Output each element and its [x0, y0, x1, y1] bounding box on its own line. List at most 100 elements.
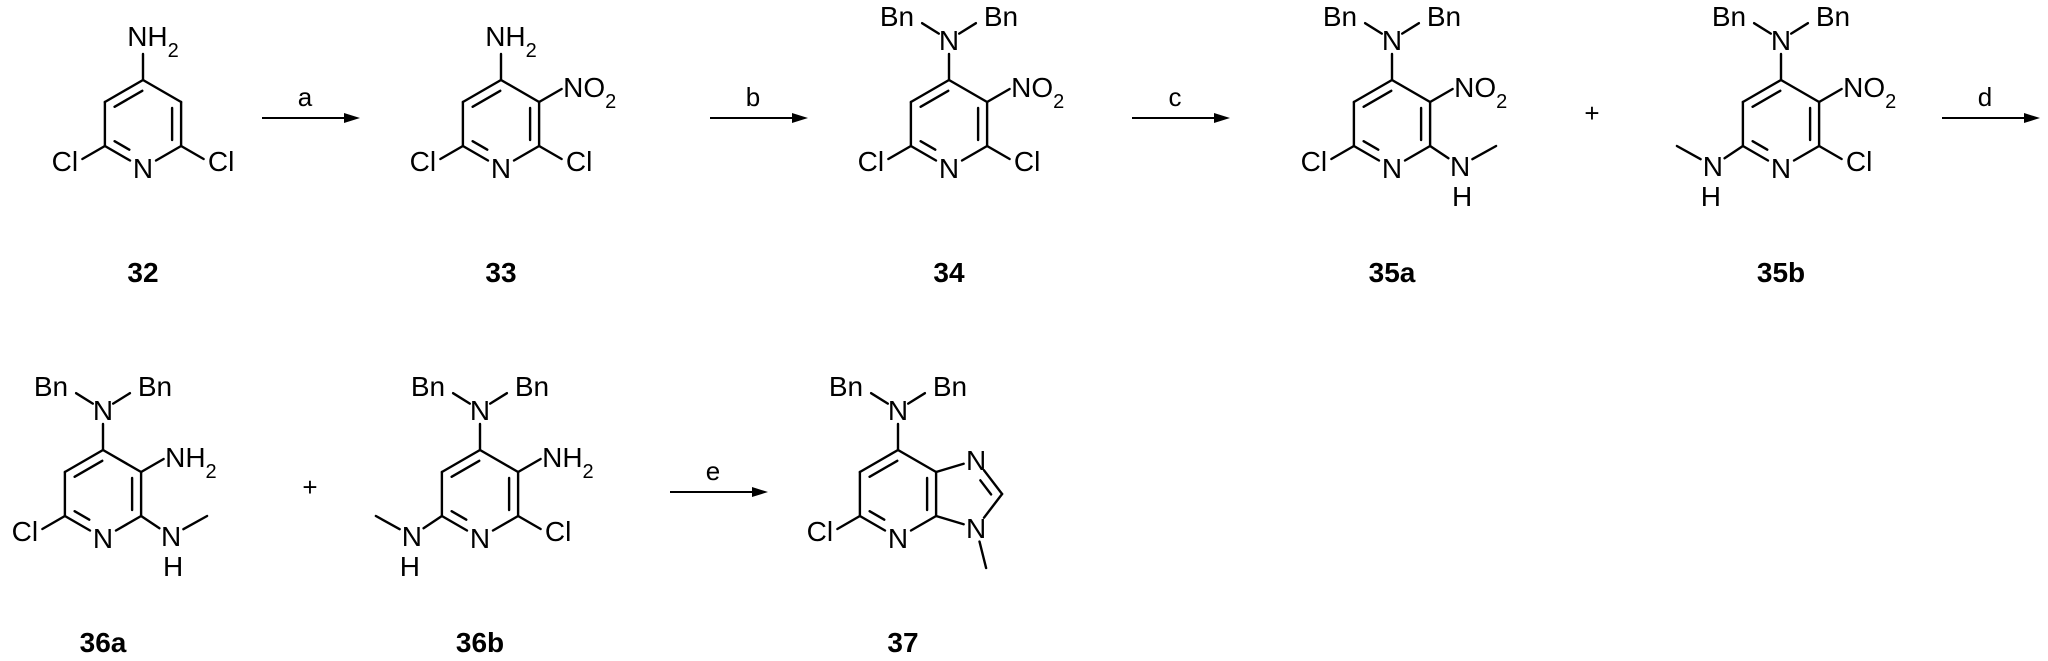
bond	[896, 448, 938, 474]
double-bond-line	[471, 89, 502, 108]
double-bond-line	[919, 140, 937, 151]
bond	[41, 514, 67, 531]
bond	[1428, 87, 1454, 104]
amino-group-label: NH2	[165, 442, 217, 483]
chlorine-label: Cl	[566, 146, 592, 177]
bond	[516, 457, 542, 474]
benzyl-label-left: Bn	[880, 1, 914, 32]
bond	[154, 144, 183, 162]
methylamino-hydrogen: H	[400, 551, 420, 582]
bond	[985, 87, 1011, 104]
bond	[103, 144, 132, 162]
compound-label-35a: 35a	[1369, 257, 1416, 288]
amino-group-label: NH2	[485, 21, 537, 62]
double-bond-line	[450, 510, 468, 521]
bond	[101, 448, 143, 474]
nitro-group-label: NO2	[563, 72, 616, 113]
ring-nitrogen: N	[491, 153, 511, 184]
double-bond-line	[113, 140, 131, 151]
double-bond-line	[73, 510, 91, 521]
bond	[451, 391, 472, 405]
bond	[1352, 144, 1381, 162]
bond	[934, 514, 965, 526]
bond	[934, 462, 965, 474]
bond	[537, 144, 563, 161]
bond-lines	[41, 21, 1843, 570]
bond	[440, 514, 469, 532]
bond	[63, 514, 92, 532]
bond	[1363, 21, 1384, 35]
methylamino-nitrogen: N	[402, 521, 422, 552]
bond	[982, 469, 1004, 496]
chlorine-label: Cl	[858, 146, 884, 177]
bond	[1817, 144, 1843, 161]
chlorine-label: Cl	[545, 516, 571, 547]
bond	[499, 78, 541, 104]
ring-nitrogen: N	[1382, 153, 1402, 184]
bond	[1752, 21, 1773, 35]
bond	[909, 514, 938, 532]
reaction-arrow-e	[670, 487, 768, 497]
methylamino-hydrogen: H	[1452, 181, 1472, 212]
bond	[836, 514, 862, 531]
ring-nitrogen: N	[133, 153, 153, 184]
bond	[1741, 78, 1783, 104]
bond	[985, 144, 1011, 161]
benzyl-label-left: Bn	[1323, 1, 1357, 32]
double-bond-line	[868, 510, 886, 521]
dibenzylamino-nitrogen: N	[1771, 25, 1791, 56]
bond	[478, 448, 520, 474]
benzyl-label-right: Bn	[984, 1, 1018, 32]
benzyl-label-right: Bn	[1816, 1, 1850, 32]
reaction-arrow-a	[262, 113, 360, 123]
bond	[182, 514, 209, 531]
compound-label-36b: 36b	[456, 627, 504, 658]
chlorine-label: Cl	[1014, 146, 1040, 177]
dibenzylamino-nitrogen: N	[1382, 25, 1402, 56]
chlorine-label: Cl	[807, 516, 833, 547]
dibenzylamino-nitrogen: N	[470, 395, 490, 426]
bond	[1330, 144, 1356, 161]
bond	[103, 78, 145, 104]
bond	[179, 144, 205, 161]
plus-sign-1: +	[1584, 98, 1599, 128]
plus-sign-2: +	[302, 472, 317, 502]
dibenzylamino-nitrogen: N	[939, 25, 959, 56]
step-label-c: c	[1169, 82, 1182, 112]
dibenzylamino-nitrogen: N	[888, 395, 908, 426]
bond	[81, 144, 107, 161]
bond	[63, 448, 105, 474]
bond	[1428, 144, 1450, 160]
double-bond-line	[471, 140, 489, 151]
bond	[440, 448, 482, 474]
ring-nitrogen: N	[888, 523, 908, 554]
bond	[1789, 21, 1810, 35]
reaction-arrow-b	[710, 113, 808, 123]
bond	[1471, 144, 1498, 161]
dibenzylamino-nitrogen: N	[93, 395, 113, 426]
bond	[1390, 78, 1432, 104]
step-label-b: b	[746, 82, 760, 112]
bond	[537, 87, 563, 104]
benzyl-label-left: Bn	[411, 371, 445, 402]
bond	[1400, 21, 1421, 35]
bond	[141, 78, 183, 104]
bond	[114, 514, 143, 532]
bond	[1779, 78, 1821, 104]
ring-nitrogen: N	[939, 153, 959, 184]
chlorine-label: Cl	[52, 146, 78, 177]
chlorine-label: Cl	[208, 146, 234, 177]
step-label-a: a	[298, 82, 313, 112]
benzyl-label-right: Bn	[138, 371, 172, 402]
benzyl-label-left: Bn	[34, 371, 68, 402]
bond	[869, 391, 890, 405]
amino-group-label: NH2	[127, 21, 179, 62]
bond	[1675, 144, 1702, 161]
ring-nitrogen: N	[470, 523, 490, 554]
chlorine-label: Cl	[410, 146, 436, 177]
bond	[461, 144, 490, 162]
bond	[422, 514, 444, 530]
ring-nitrogen: N	[93, 523, 113, 554]
